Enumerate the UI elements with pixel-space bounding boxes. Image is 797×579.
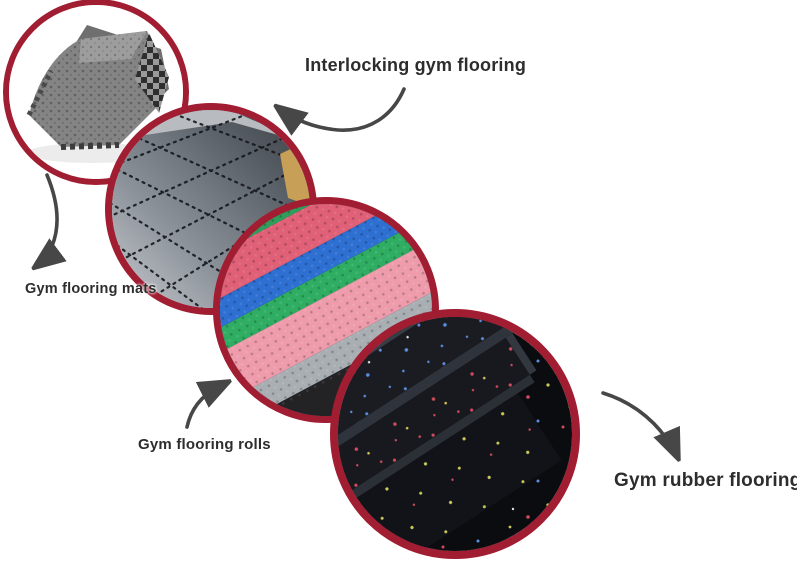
label-gym-flooring-rolls: Gym flooring rolls xyxy=(138,436,271,453)
label-gym-flooring-mats: Gym flooring mats xyxy=(25,281,157,297)
photo-rubber-speckled-tiles xyxy=(330,309,580,559)
arrow-bottom-label-to-rolls-circle xyxy=(185,382,228,429)
photo-interlocking-foam-mats xyxy=(3,0,189,185)
label-interlocking-gym-flooring: Interlocking gym flooring xyxy=(305,55,527,75)
foam-mats-illustration xyxy=(9,5,183,179)
label-gym-rubber-flooring: Gym rubber flooring xyxy=(614,470,797,491)
arrow-top-label-to-tiles-circle xyxy=(277,87,406,130)
rubber-tiles-illustration xyxy=(338,317,572,551)
arrow-foam-circle-to-left-label xyxy=(35,173,57,267)
arrow-rubber-circle-to-right-label xyxy=(601,391,678,458)
